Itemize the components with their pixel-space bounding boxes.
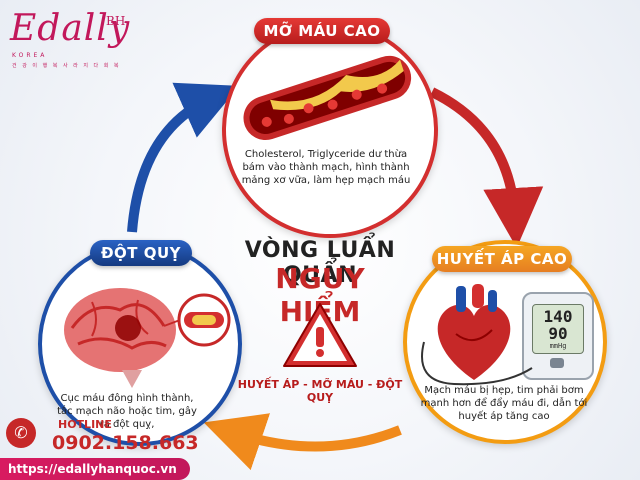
hotline-label: HOTLINE [58,418,112,431]
bp-systolic: 140 [543,307,573,326]
heart-icon [437,284,511,380]
bp-screen: 140 90 mmHg [532,304,584,354]
phone-icon[interactable]: ✆ [6,418,36,448]
bp-monitor: 140 90 mmHg [522,292,594,380]
warning-triangle-icon [283,303,357,367]
desc-high-cholesterol: Cholesterol, Triglyceride dư thừa bám và… [241,149,411,186]
bp-diastolic: 90 [548,324,568,343]
bp-unit: mmHg [549,342,567,350]
bp-cuff-tube [421,341,533,386]
center-subtitle: HUYẾT ÁP - MỠ MÁU - ĐỘT QUỴ [237,378,403,404]
brain-clot-icon [64,288,231,388]
arrow-blue [127,82,240,233]
center-title: VÒNG LUẨN QUẨN [244,238,396,288]
label-high-blood-pressure: HUYẾT ÁP CAO [432,246,572,272]
bp-button [550,358,564,368]
artery-plaque-icon [243,55,412,141]
logo-country: KOREA [12,52,48,59]
desc-high-blood-pressure: Mạch máu bị hẹp, tim phải bơm mạnh hơn đ… [420,385,588,422]
brand-logo: Edally BH KOREA 건 강 이 행 복 사 라 지 다 회 복 [10,8,150,69]
label-stroke: ĐỘT QUỴ [90,240,192,266]
logo-tagline: 건 강 이 행 복 사 라 지 다 회 복 [12,63,121,69]
desc-stroke: Cục máu đông hình thành, tắc mạch não ho… [57,393,197,430]
label-high-cholesterol: MỠ MÁU CAO [254,18,390,44]
arrow-orange [203,413,402,471]
website-link[interactable]: https://edallyhanquoc.vn [0,458,190,480]
arrow-red [429,87,544,248]
logo-superscript: BH [106,14,126,28]
hotline-number[interactable]: 0902.158.663 [52,432,199,454]
logo-wordmark: Edally [10,8,131,49]
